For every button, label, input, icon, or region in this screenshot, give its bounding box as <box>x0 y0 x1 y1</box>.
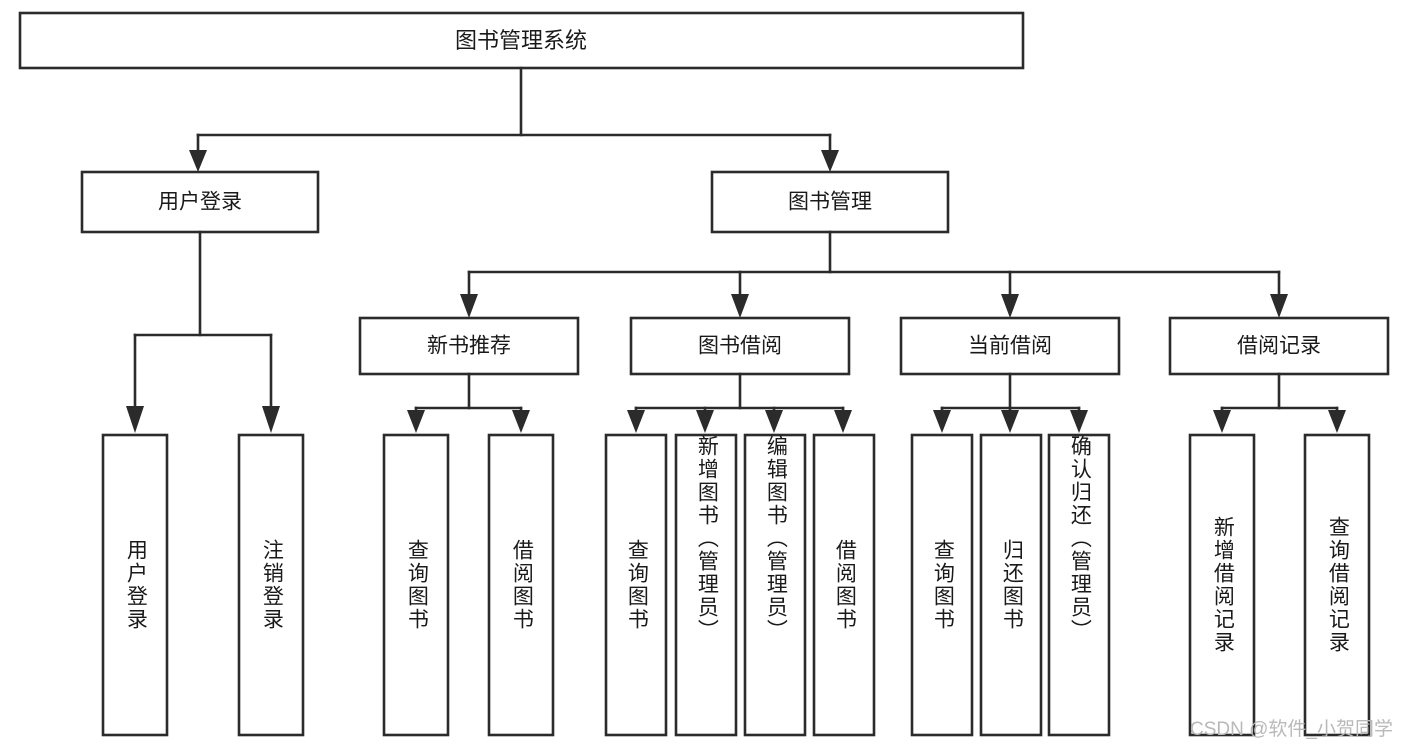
leaf-box-query-book-current[interactable] <box>910 433 974 737</box>
leaf-box-query-borrow-record[interactable] <box>1303 433 1371 737</box>
arrow-head-user-login <box>189 150 207 172</box>
arrow-head-leaf-book-borrow-2 <box>696 410 714 433</box>
leaf-box-user-login[interactable] <box>101 433 169 737</box>
node-book-management-box[interactable] <box>710 170 950 234</box>
arrow-head-book-borrow <box>731 294 749 318</box>
arrow-head-leaf-book-borrow-3 <box>765 410 783 433</box>
node-root[interactable]: 图书管理系统 <box>18 11 1025 70</box>
arrow-head-leaf-new-book-1 <box>407 410 425 433</box>
arrow-head-current-borrow <box>1001 294 1019 318</box>
node-book-management[interactable]: 图书管理 <box>710 170 950 234</box>
node-book-borrow-label: 图书借阅 <box>698 335 782 358</box>
leaf-box-add-book-admin[interactable] <box>674 433 738 737</box>
arrow-head-leaf-book-borrow-1 <box>627 410 645 433</box>
arrow-head-leaf-borrow-records-1 <box>1213 410 1231 433</box>
node-borrow-records-label: 借阅记录 <box>1237 335 1321 358</box>
arrow-head-leaf-user-login-1 <box>126 406 144 433</box>
leaf-box-query-book-new[interactable] <box>382 433 450 737</box>
node-borrow-records[interactable]: 借阅记录 <box>1168 316 1390 376</box>
node-user-login[interactable]: 用户登录 <box>80 170 320 234</box>
node-new-book-recommend-box[interactable] <box>358 316 580 376</box>
arrow-head-leaf-borrow-records-2 <box>1328 410 1346 433</box>
arrow-head-leaf-current-borrow-1 <box>933 410 951 433</box>
leaf-box-borrow-book[interactable] <box>812 433 876 737</box>
node-new-book-recommend-label: 新书推荐 <box>427 335 511 358</box>
arrow-head-leaf-user-login-2 <box>262 406 280 433</box>
node-borrow-records-box[interactable] <box>1168 316 1390 376</box>
node-book-borrow-box[interactable] <box>629 316 851 376</box>
arrow-head-leaf-current-borrow-2 <box>1001 410 1019 433</box>
arrow-head-borrow-records <box>1270 294 1288 318</box>
leaf-box-add-borrow-record[interactable] <box>1188 433 1256 737</box>
node-book-management-label: 图书管理 <box>788 191 872 214</box>
node-user-login-label: 用户登录 <box>158 191 242 214</box>
arrow-head-leaf-new-book-2 <box>512 410 530 433</box>
node-current-borrow-label: 当前借阅 <box>968 335 1052 358</box>
node-root-label: 图书管理系统 <box>455 28 587 53</box>
node-current-borrow[interactable]: 当前借阅 <box>899 316 1121 376</box>
node-current-borrow-box[interactable] <box>899 316 1121 376</box>
leaf-box-borrow-book-new[interactable] <box>487 433 555 737</box>
arrow-head-leaf-current-borrow-3 <box>1070 410 1088 433</box>
leaf-box-return-book[interactable] <box>979 433 1043 737</box>
arrow-head-new-book <box>460 294 478 318</box>
leaf-box-edit-book-admin[interactable] <box>743 433 807 737</box>
node-book-borrow[interactable]: 图书借阅 <box>629 316 851 376</box>
leaf-box-query-book-borrow[interactable] <box>604 433 668 737</box>
watermark-text: CSDN @软件_小贺同学 <box>1190 719 1393 740</box>
leaf-box-confirm-return-admin[interactable] <box>1047 433 1111 737</box>
node-new-book-recommend[interactable]: 新书推荐 <box>358 316 580 376</box>
node-root-box[interactable] <box>18 11 1025 70</box>
arrow-head-leaf-book-borrow-4 <box>834 410 852 433</box>
leaf-box-logout[interactable] <box>237 433 305 737</box>
arrow-head-book-mgmt <box>821 150 839 172</box>
